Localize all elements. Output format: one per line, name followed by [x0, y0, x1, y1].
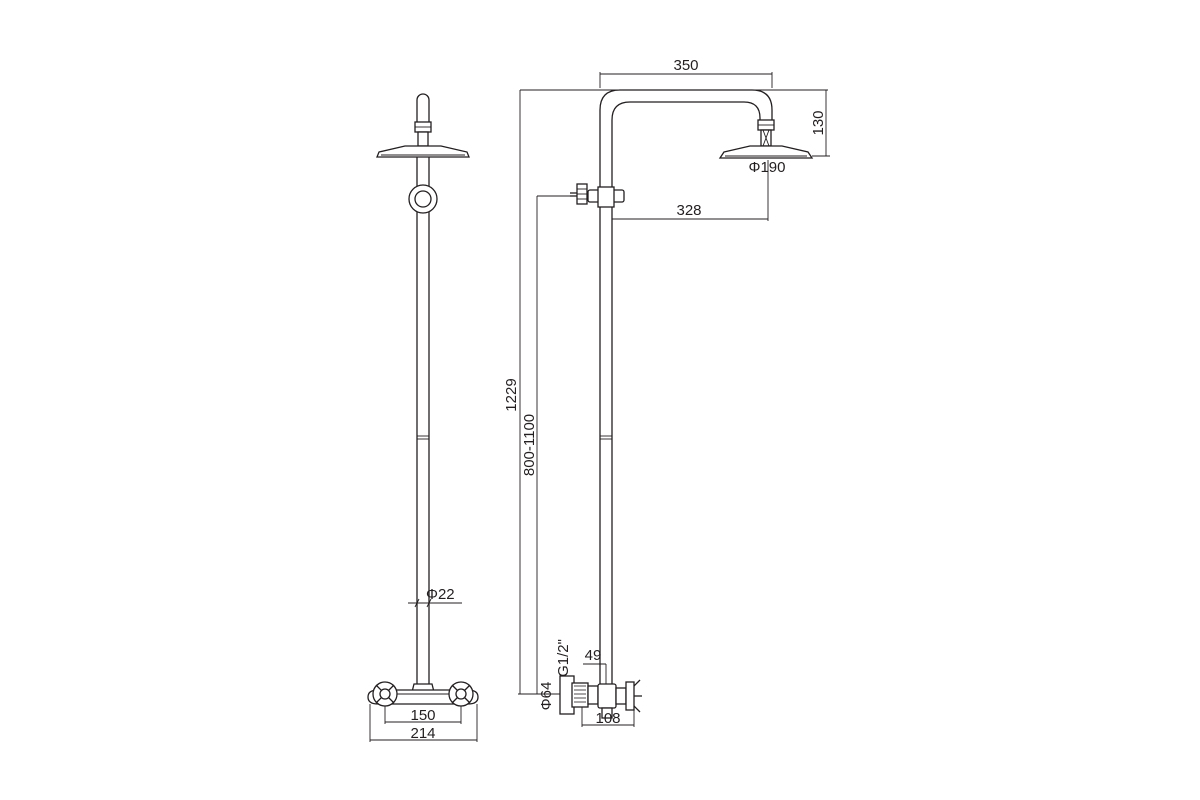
- label-pipe-diameter: Φ22: [426, 586, 455, 603]
- label-head-drop: 130: [810, 110, 827, 135]
- dim-wall-offset: [583, 663, 607, 684]
- dim-valve-width: [369, 704, 478, 742]
- front-right-valve: [448, 681, 474, 707]
- side-riser-outer: [599, 89, 773, 684]
- label-wall-offset: 49: [585, 647, 602, 664]
- dimension-labels: Φ22 150 214 350 130 Φ190 328 1229 800-11…: [410, 57, 827, 742]
- label-valve-depth: 108: [595, 710, 620, 727]
- front-view: [367, 93, 479, 742]
- label-valve-centers: 150: [410, 707, 435, 724]
- side-holder: [570, 183, 625, 208]
- label-holder-reach: 328: [676, 202, 701, 219]
- dim-total-height: [518, 90, 560, 695]
- dim-valve-depth: [581, 707, 635, 727]
- label-flange-diameter: Φ64: [538, 682, 555, 711]
- side-shower-head: [718, 145, 814, 159]
- side-riser-inner: [611, 101, 761, 684]
- label-thread: G1/2": [555, 639, 572, 677]
- dim-arm-reach: [599, 72, 773, 88]
- side-view: [518, 72, 830, 727]
- dim-holder-reach: [612, 160, 769, 221]
- front-head-neck: [417, 131, 429, 147]
- label-valve-width: 214: [410, 725, 435, 742]
- front-left-valve: [372, 681, 398, 707]
- label-head-diameter: Φ190: [749, 159, 786, 176]
- front-riser-top: [416, 93, 430, 122]
- side-wall-inlet: [559, 675, 599, 715]
- front-holder-ring-inner: [414, 190, 432, 208]
- label-arm-reach: 350: [673, 57, 698, 74]
- front-shower-head: [376, 145, 470, 158]
- dim-holder-height: [536, 195, 570, 694]
- side-mixer-body: [597, 679, 642, 719]
- label-holder-height: 800-1100: [521, 414, 538, 476]
- label-total-height: 1229: [503, 378, 520, 411]
- dim-head-drop: [520, 89, 830, 157]
- dim-valve-centers: [384, 706, 462, 724]
